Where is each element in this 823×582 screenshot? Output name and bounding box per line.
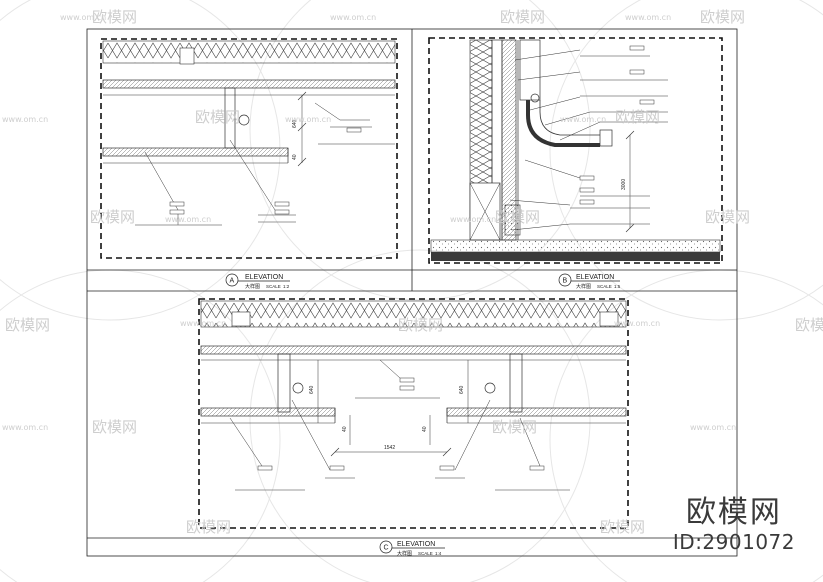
watermark-url-5: www.om.cn xyxy=(285,115,331,124)
watermark-url-2: www.om.cn xyxy=(330,13,376,22)
panel-b-boundary xyxy=(428,37,723,264)
panel-c-lower-board-right xyxy=(446,407,627,417)
panel-c-scale-label: SCALE xyxy=(418,551,433,556)
watermark-name-5: 欧模网 xyxy=(615,108,660,126)
panel-a-letter: A xyxy=(230,278,235,285)
panel-a-lower-board xyxy=(102,147,289,157)
watermark-name-3: 欧模网 xyxy=(700,8,745,26)
watermark-tiles: 欧模网 www.om.cn 欧模网 www.om.cn www.om.cn 欧模… xyxy=(2,8,823,536)
panel-c-scale-value: 1:4 xyxy=(435,551,442,556)
sheet-frame xyxy=(86,28,738,557)
watermark-url-4: www.om.cn xyxy=(2,115,48,124)
panel-c-drawing xyxy=(198,298,629,529)
panel-a-title-block xyxy=(225,273,290,287)
watermark-name-11: 欧模网 xyxy=(795,316,823,334)
panel-b-floor-screed xyxy=(430,239,721,253)
watermark-name-7: 欧模网 xyxy=(495,208,540,226)
panel-b-letter: B xyxy=(563,278,568,285)
panel-a-insulation xyxy=(102,40,396,64)
panel-b-subtitle: 大样图 xyxy=(576,283,591,290)
panel-b-scale-label: SCALE xyxy=(597,284,612,289)
watermark-name-15: 欧模网 xyxy=(600,518,645,536)
watermark-name-12: 欧模网 xyxy=(92,418,137,436)
panel-a-scale-label: SCALE xyxy=(266,284,281,289)
watermark-name-2: 欧模网 xyxy=(500,8,545,26)
watermark-name-14: 欧模网 xyxy=(186,518,231,536)
panel-b-dim-1: 3000 xyxy=(621,179,627,190)
watermark-url-1: www.om.cn xyxy=(60,13,106,22)
site-brand-block: 欧模网 ID:2901072 xyxy=(672,495,795,555)
panel-a-boundary xyxy=(100,38,398,259)
panel-c-upper-board xyxy=(200,345,627,355)
panel-c-dim-3: 40 xyxy=(342,426,348,432)
panel-c-dim-5: 1542 xyxy=(384,445,395,451)
panel-a-subtitle: 大样图 xyxy=(245,283,260,290)
panel-a-dim-1: 640 xyxy=(292,119,298,128)
panel-b-scale-value: 1:5 xyxy=(614,284,621,289)
panel-c-dim-1: 640 xyxy=(309,385,315,394)
watermark-url-9: www.om.cn xyxy=(180,319,226,328)
panel-b-title-block xyxy=(558,273,620,287)
watermark-name-9: 欧模网 xyxy=(5,316,50,334)
panel-c-boundary xyxy=(198,298,629,529)
panel-b-cove-curve xyxy=(526,100,600,147)
panel-b-title: ELEVATION xyxy=(576,274,614,281)
panel-a-scale-value: 1:2 xyxy=(283,284,290,289)
watermark-name-13: 欧模网 xyxy=(492,418,537,436)
panel-c-subtitle: 大样图 xyxy=(397,550,412,557)
panel-b-floor-slab xyxy=(431,252,720,261)
watermark-url-7: www.om.cn xyxy=(165,215,211,224)
watermark-url-6: www.om.cn xyxy=(560,115,606,124)
panel-c-insulation xyxy=(200,300,627,328)
panel-c-letter: C xyxy=(384,545,389,552)
panel-a-dim-2: 40 xyxy=(292,154,298,160)
watermark-url-11: www.om.cn xyxy=(2,423,48,432)
panel-c-title-block xyxy=(379,540,445,554)
panel-b-drawing xyxy=(428,37,723,264)
watermark-url-8: www.om.cn xyxy=(450,215,496,224)
watermark-name-10: 欧模网 xyxy=(398,316,443,334)
watermark-name-4: 欧模网 xyxy=(195,108,240,126)
watermark-url-3: www.om.cn xyxy=(625,13,671,22)
panel-a-title: ELEVATION xyxy=(245,274,283,281)
panel-a-upper-board xyxy=(102,79,396,89)
panel-c-dim-2: 640 xyxy=(459,385,465,394)
panel-a-drawing xyxy=(100,38,398,259)
panel-c-dim-4: 40 xyxy=(422,426,428,432)
site-brand-name: 欧模网 xyxy=(685,495,782,530)
panel-c-lower-board-left xyxy=(200,407,336,417)
watermark-url-12: www.om.cn xyxy=(690,423,736,432)
watermark-name-6: 欧模网 xyxy=(90,208,135,226)
watermark-name-1: 欧模网 xyxy=(92,8,137,26)
watermark-url-10: www.om.cn xyxy=(614,319,660,328)
panel-c-title: ELEVATION xyxy=(397,541,435,548)
model-id-label: ID:2901072 xyxy=(672,530,795,554)
watermark-name-8: 欧模网 xyxy=(705,208,750,226)
